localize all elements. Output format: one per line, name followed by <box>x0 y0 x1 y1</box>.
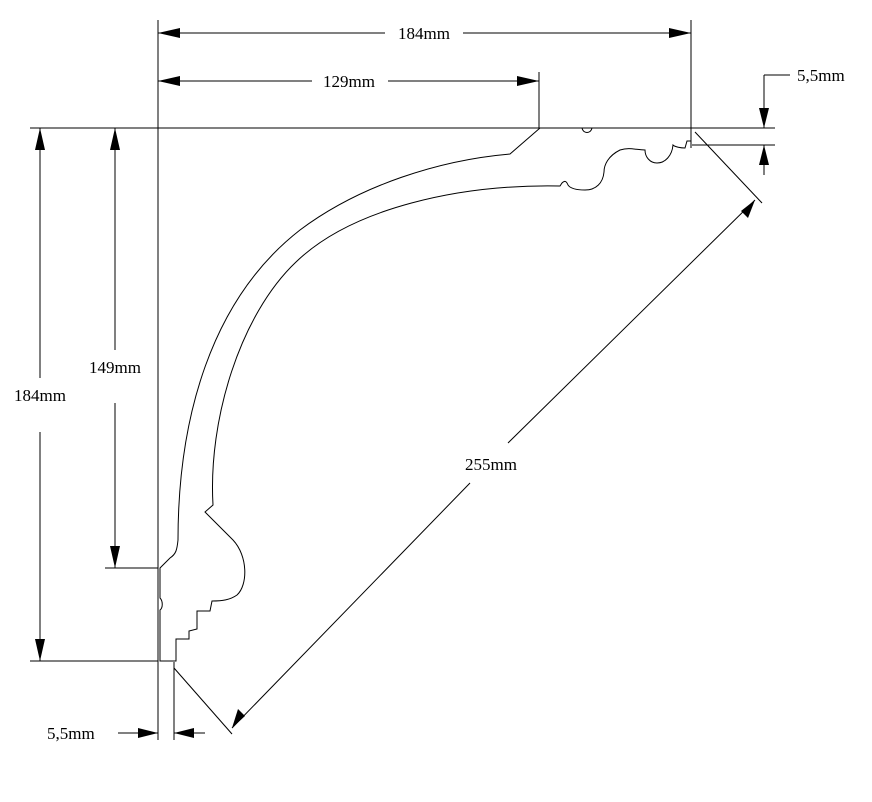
dimension-top-projection: 129mm <box>158 72 539 91</box>
label-left-drop: 149mm <box>89 358 141 377</box>
arrow-right <box>138 728 158 738</box>
dimension-bottom-offset: 5,5mm <box>47 724 205 743</box>
arrow-bottom-left <box>232 709 245 728</box>
dimension-right-offset: 5,5mm <box>759 66 845 175</box>
label-left-total: 184mm <box>14 386 66 405</box>
arrow-left <box>158 76 180 86</box>
label-bottom-offset: 5,5mm <box>47 724 95 743</box>
arrow-top-right <box>741 200 755 218</box>
dimension-diagonal: 255mm <box>231 199 756 729</box>
label-top-projection: 129mm <box>323 72 375 91</box>
arrow-right <box>517 76 539 86</box>
arrow-up <box>110 128 120 150</box>
dimension-left-drop: 149mm <box>89 128 141 568</box>
arrow-right <box>669 28 691 38</box>
arrow-up <box>35 128 45 150</box>
arrow-left <box>174 728 194 738</box>
label-right-offset: 5,5mm <box>797 66 845 85</box>
label-diagonal: 255mm <box>465 455 517 474</box>
arrow-down <box>759 108 769 128</box>
arrow-down <box>35 639 45 661</box>
arrow-left <box>158 28 180 38</box>
cornice-profile <box>159 127 692 662</box>
dimension-left-total: 184mm <box>14 128 66 661</box>
dimension-top-total: 184mm <box>158 24 691 43</box>
diagonal-extension-top <box>694 131 763 204</box>
arrow-up <box>759 145 769 165</box>
diagonal-extension-bottom <box>173 667 233 735</box>
arrow-down <box>110 546 120 568</box>
label-top-total: 184mm <box>398 24 450 43</box>
